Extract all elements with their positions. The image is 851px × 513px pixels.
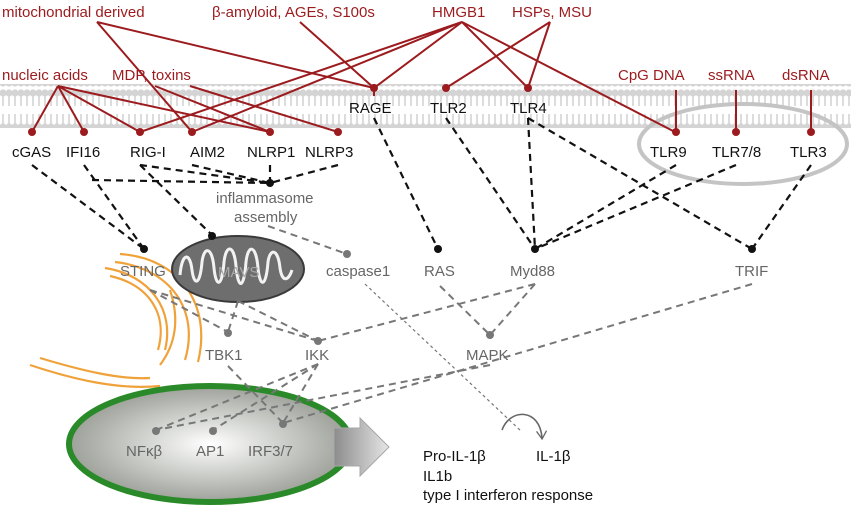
receptor-aim2: AIM2 (190, 144, 225, 161)
label-ikk: IKK (305, 347, 329, 364)
ligand-hmgb1: HMGB1 (432, 4, 485, 21)
label-irf3-7: IRF3/7 (248, 443, 293, 460)
label-tbk1: TBK1 (205, 347, 243, 364)
ligand-nucleic-acids: nucleic acids (2, 67, 88, 84)
label-ras: RAS (424, 263, 455, 280)
ligand-cpg-dna: CpG DNA (618, 67, 685, 84)
ligand-mdp-toxins: MDP, toxins (112, 67, 191, 84)
label-mavs: MAVS (218, 264, 259, 281)
receptor-tlr3: TLR3 (790, 144, 827, 161)
receptor-tlr7-8: TLR7/8 (712, 144, 761, 161)
primary-pathway-lines (31, 117, 812, 251)
ligand-ssrna: ssRNA (708, 67, 755, 84)
label-ap1: AP1 (196, 443, 224, 460)
receptor-rig-i: RIG-I (130, 144, 166, 161)
processing-arrow (501, 413, 548, 441)
label-inflammasome: inflammasome (216, 190, 314, 207)
secondary-pathway-lines (149, 225, 753, 431)
receptor-tlr9: TLR9 (650, 144, 687, 161)
receptor-tlr2: TLR2 (430, 100, 467, 117)
endoplasmic-reticulum (29, 252, 203, 388)
label-caspase1: caspase1 (326, 263, 390, 280)
ligand-hsps: HSPs, MSU (512, 4, 592, 21)
endosome (637, 102, 849, 186)
label-nfkb: NFκβ (126, 443, 162, 460)
receptor-ifi16: IFI16 (66, 144, 100, 161)
mitochondrion (171, 235, 305, 303)
secondary-pathway-nodes (152, 250, 494, 435)
ligand-lines (31, 21, 812, 133)
output-il1b-gene: IL1b (423, 468, 452, 485)
receptor-nlrp1: NLRP1 (247, 144, 295, 161)
label-assembly: assembly (234, 209, 298, 226)
receptor-cgas: cGAS (12, 144, 51, 161)
label-trif: TRIF (735, 263, 768, 280)
ligand-mitochondrial: mitochondrial derived (2, 4, 145, 21)
nucleus-output-arrow (333, 416, 390, 478)
label-mapk: MAPK (466, 347, 509, 364)
output-pro-il1b: Pro-IL-1β (423, 448, 486, 465)
receptor-dots (28, 84, 815, 136)
label-myd88: Myd88 (510, 263, 555, 280)
output-il1b: IL-1β (536, 448, 571, 465)
label-sting: STING (120, 263, 166, 280)
receptor-nlrp3: NLRP3 (305, 144, 353, 161)
output-ifn-response: type I interferon response (423, 487, 593, 504)
ligand-dsrna: dsRNA (782, 67, 830, 84)
primary-pathway-nodes (140, 179, 756, 253)
receptor-rage: RAGE (349, 100, 392, 117)
receptor-tlr4: TLR4 (510, 100, 547, 117)
ligand-beta-amyloid: β-amyloid, AGEs, S100s (212, 4, 375, 21)
